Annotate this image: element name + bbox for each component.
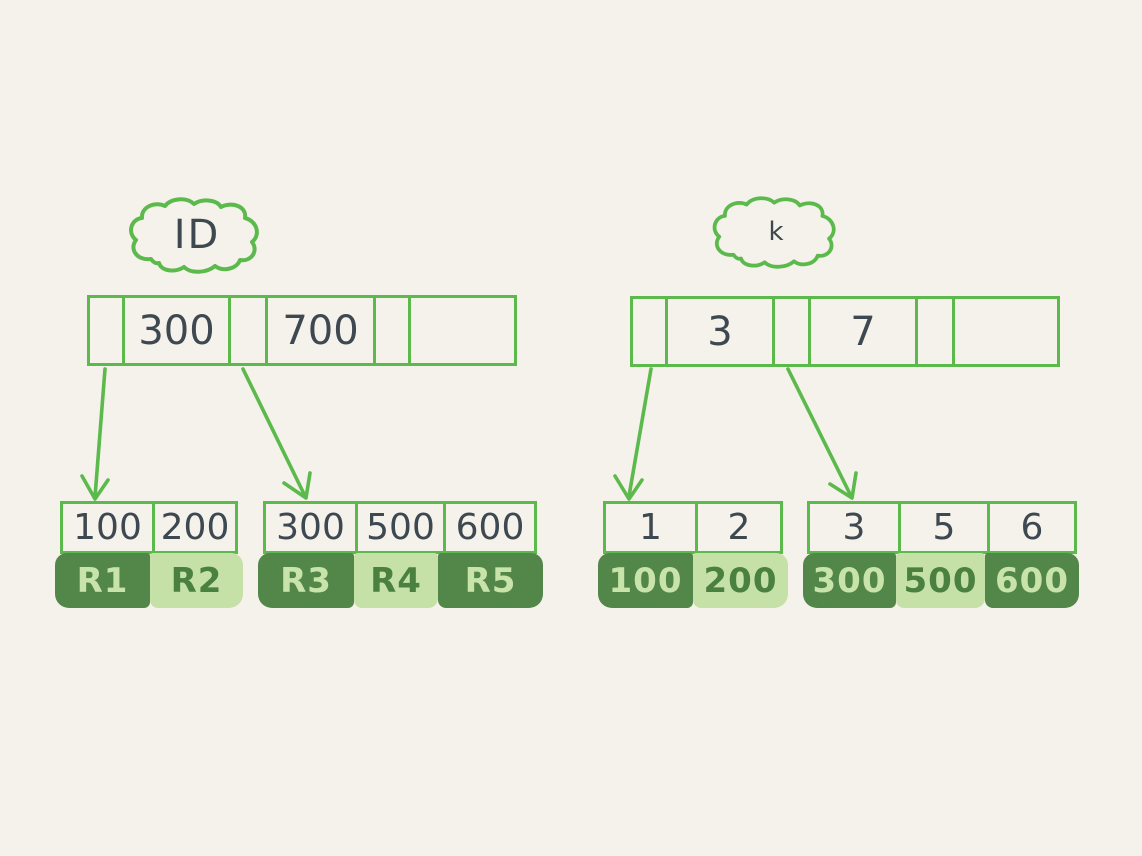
id-cloud: ID — [122, 196, 272, 274]
right-arrow-to-leaf-1 — [613, 367, 653, 501]
key-cell: 600 — [455, 507, 525, 548]
right-leaf-2-records: 300 500 600 — [803, 553, 1079, 608]
left-arrow-to-leaf-1 — [80, 367, 110, 501]
record-cell: 200 — [693, 553, 788, 608]
record-cell: 100 — [598, 553, 693, 608]
right-leaf-1-records: 100 200 — [598, 553, 788, 608]
pointer-cell — [231, 298, 268, 363]
left-leaf-2-keys: 300 500 600 — [263, 501, 537, 554]
record-cell: 500 — [896, 553, 985, 608]
id-cloud-label: ID — [173, 212, 221, 258]
k-cloud: k — [706, 194, 848, 270]
key-cell: 300 — [266, 504, 358, 551]
record-cell: R4 — [354, 553, 438, 608]
key-cell: 7 — [811, 299, 918, 364]
pointer-cell — [918, 299, 955, 364]
left-leaf-1-keys: 100 200 — [60, 501, 238, 554]
key-cell: 100 — [63, 504, 155, 551]
pointer-cell — [633, 299, 668, 364]
key-cell: 5 — [901, 504, 990, 551]
record-cell: R2 — [150, 553, 243, 608]
left-root-node: 300 700 — [87, 295, 517, 366]
empty-cell — [955, 299, 1057, 364]
k-cloud-label: k — [768, 217, 786, 247]
right-leaf-2-keys: 3 5 6 — [807, 501, 1077, 554]
left-leaf-1-records: R1 R2 — [55, 553, 243, 608]
cloud-outline-icon — [712, 196, 836, 269]
record-cell: R1 — [55, 553, 150, 608]
left-leaf-2-records: R3 R4 R5 — [258, 553, 543, 608]
pointer-cell — [775, 299, 811, 364]
empty-cell — [411, 298, 514, 363]
pointer-cell — [90, 298, 125, 363]
key-cell: 200 — [160, 507, 230, 548]
pointer-cell — [376, 298, 411, 363]
record-cell: 300 — [803, 553, 896, 608]
key-cell: 2 — [727, 507, 751, 548]
key-cell: 700 — [268, 298, 376, 363]
key-cell: 300 — [125, 298, 231, 363]
key-cell: 1 — [606, 504, 698, 551]
key-cell: 6 — [1020, 507, 1044, 548]
left-arrow-to-leaf-2 — [241, 367, 312, 500]
key-cell: 3 — [810, 504, 901, 551]
record-cell: R3 — [258, 553, 354, 608]
key-cell: 500 — [358, 504, 446, 551]
right-leaf-1-keys: 1 2 — [603, 501, 783, 554]
right-root-node: 3 7 — [630, 296, 1060, 367]
cloud-outline-icon — [129, 197, 259, 274]
record-cell: R5 — [438, 553, 543, 608]
key-cell: 3 — [668, 299, 775, 364]
record-cell: 600 — [985, 553, 1079, 608]
right-arrow-to-leaf-2 — [786, 367, 858, 500]
